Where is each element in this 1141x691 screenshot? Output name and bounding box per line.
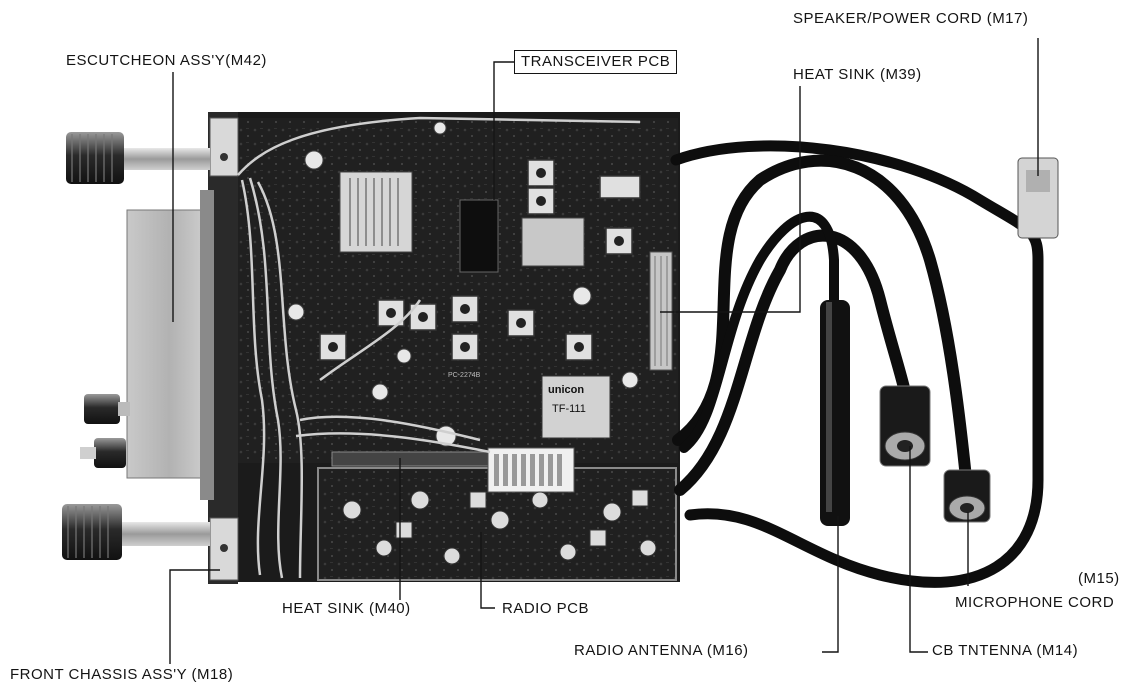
leader-heat-sink-m39 [660,86,801,313]
coil-can [565,333,593,361]
transformer [339,171,413,253]
leader-cb-antenna [909,446,928,653]
cb-antenna-cable [674,229,911,496]
transceiver-pcb-area [238,118,678,463]
transformer-brand: unicon [548,384,584,396]
label-transceiver-pcb: TRANSCEIVER PCB [514,50,678,74]
coil-can [507,309,535,337]
label-speaker-power-cord: SPEAKER/POWER CORD (M17) [793,10,1029,27]
board-code-marking: PC-2274B [448,372,481,379]
leader-radio-antenna [822,516,839,653]
ic-chip [459,199,499,273]
leader-transceiver [493,61,514,200]
label-microphone-cord: MICROPHONE CORD [955,594,1115,611]
label-heat-sink-m39: HEAT SINK (M39) [793,66,922,83]
leader-radio-pcb [480,532,495,609]
label-front-chassis: FRONT CHASSIS ASS'Y (M18) [10,666,234,683]
lower-knob-shaft [118,522,210,546]
escutcheon-plate [126,209,213,479]
small-knob-1 [84,394,120,424]
small-knob-2 [94,438,126,468]
upper-knob-shaft [120,148,210,170]
tf111-transformer [541,375,611,439]
heat-sink-m40 [331,451,493,467]
radio-antenna-cable [679,211,839,453]
front-bracket-top [209,117,239,177]
coil-can [599,175,641,199]
label-radio-pcb: RADIO PCB [502,600,590,617]
label-cb-antenna: CB TNTENNA (M14) [932,642,1079,659]
transformer-code: TF-111 [552,403,586,415]
speaker-power-cord-cable [670,140,1044,588]
label-radio-antenna: RADIO ANTENNA (M16) [574,642,749,659]
label-escutcheon: ESCUTCHEON ASS'Y(M42) [66,52,267,69]
microphone-cord-cable [672,154,972,484]
leader-front-chassis [169,569,220,664]
relay [521,217,585,267]
label-m15: (M15) [1078,570,1120,587]
radio-antenna-plug [820,300,850,526]
label-heat-sink-m40: HEAT SINK (M40) [282,600,411,617]
upper-knob [66,132,124,184]
